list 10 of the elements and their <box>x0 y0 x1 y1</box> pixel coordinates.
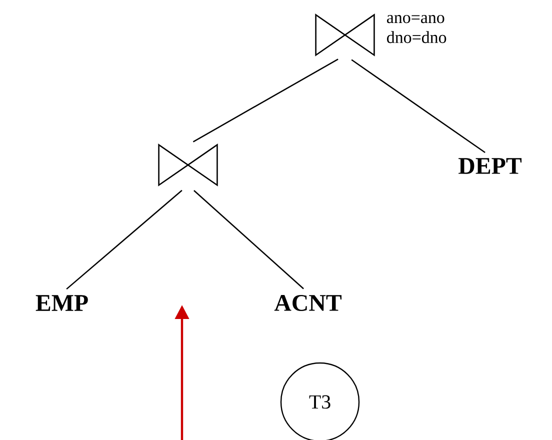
relation-label: DEPT <box>458 158 522 174</box>
join-symbol <box>315 14 375 56</box>
tree-edge <box>351 59 486 154</box>
tree-edge <box>66 190 182 290</box>
condition-label: ano=ano dno=dno <box>387 15 446 44</box>
relation-label: ACNT <box>274 294 342 312</box>
relation-label: EMP <box>36 295 88 311</box>
join-symbol <box>158 144 218 186</box>
tree-edge <box>194 190 304 290</box>
tree-edge <box>192 58 338 142</box>
